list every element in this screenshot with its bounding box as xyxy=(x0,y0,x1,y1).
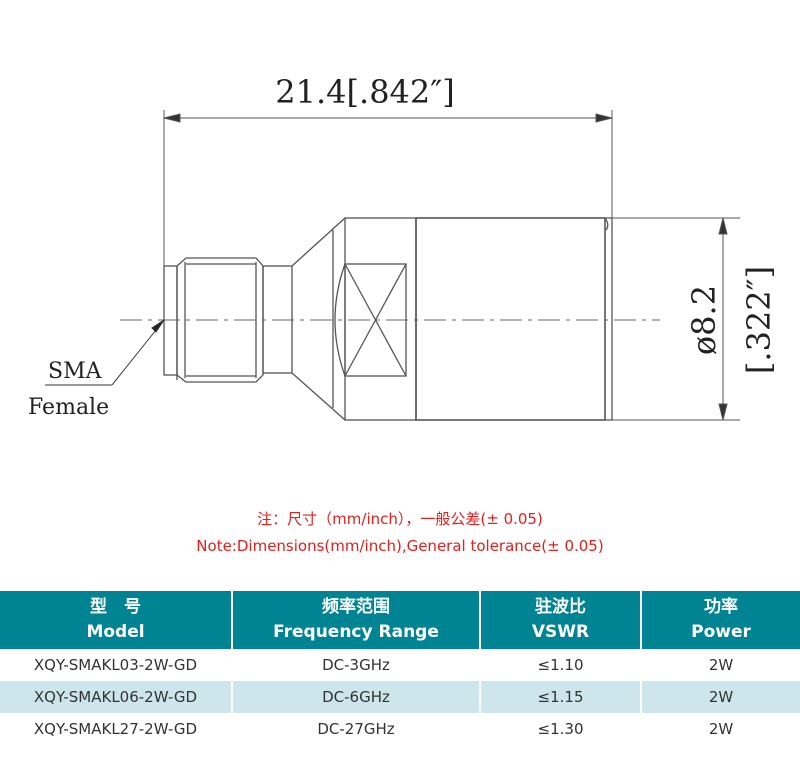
sma-label: SMA xyxy=(48,359,103,384)
table-row: XQY-SMAKL27-2W-GD DC-27GHz ≤1.30 2W xyxy=(0,713,800,745)
cell-power: 2W xyxy=(640,681,800,713)
note-en: Note:Dimensions(mm/inch),General toleran… xyxy=(196,537,604,555)
cell-power: 2W xyxy=(640,713,800,745)
table-row: XQY-SMAKL03-2W-GD DC-3GHz ≤1.10 2W xyxy=(0,649,800,681)
table-row: XQY-SMAKL06-2W-GD DC-6GHz ≤1.15 2W xyxy=(0,681,800,713)
length-dimension-text: 21.4[.842″] xyxy=(275,73,454,111)
sma-leader xyxy=(45,319,165,386)
cell-model: XQY-SMAKL06-2W-GD xyxy=(0,681,232,713)
cell-frequency: DC-27GHz xyxy=(231,713,480,745)
cell-power: 2W xyxy=(640,649,800,681)
cell-model: XQY-SMAKL03-2W-GD xyxy=(33,656,198,674)
connector-outline xyxy=(163,217,613,421)
diameter-dimension xyxy=(612,217,740,421)
length-dimension xyxy=(163,110,613,266)
connector-drawing: 21.4[.842″] ø8.2 [.322″] SMA Female xyxy=(28,73,778,421)
diameter-mm-text: ø8.2 xyxy=(685,285,723,355)
diameter-inch-text: [.322″] xyxy=(740,266,778,374)
cell-vswr: ≤1.15 xyxy=(479,681,641,713)
note-cn: 注：尺寸（mm/inch），一般公差(± 0.05) xyxy=(257,510,543,528)
cell-frequency: DC-3GHz xyxy=(231,649,480,681)
cell-vswr: ≤1.30 xyxy=(479,713,641,745)
cell-model: XQY-SMAKL27-2W-GD xyxy=(33,720,198,738)
female-label: Female xyxy=(28,395,109,420)
cell-vswr: ≤1.10 xyxy=(479,649,641,681)
cell-frequency: DC-6GHz xyxy=(231,681,480,713)
